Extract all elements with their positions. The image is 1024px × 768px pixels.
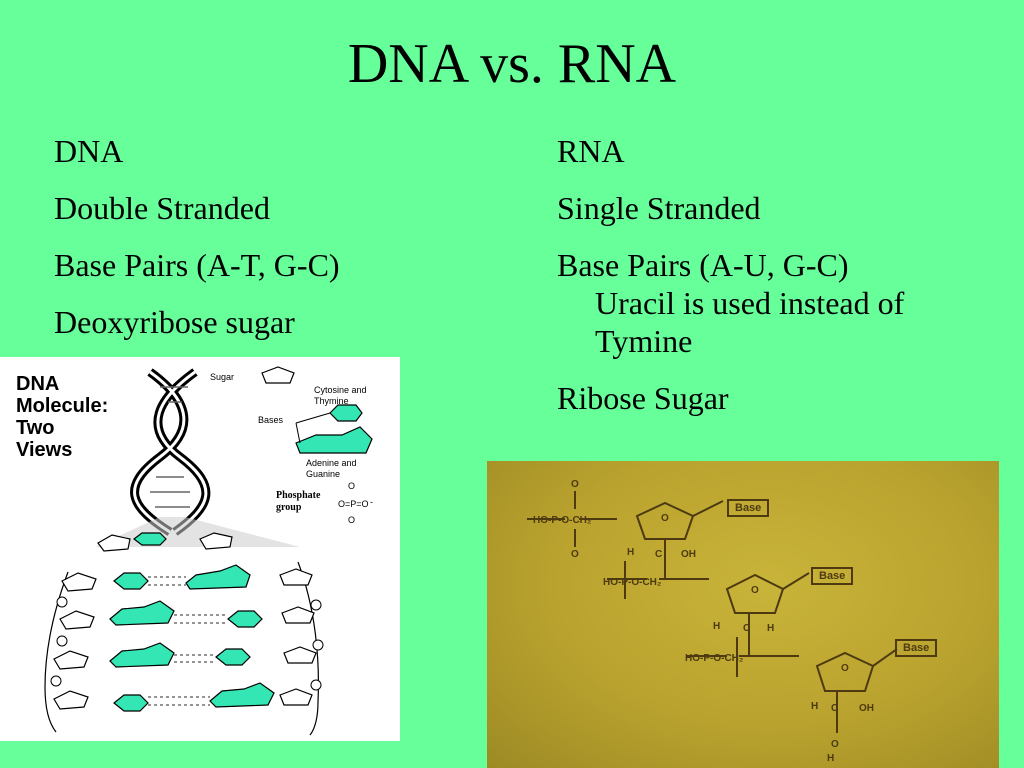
dna-molecule-figure: O O=P=O - O — [0, 357, 400, 741]
svg-text:O: O — [751, 585, 759, 596]
cytosine-thymine-label: Cytosine and Thymine — [314, 385, 367, 406]
svg-text:H: H — [811, 701, 818, 712]
sugar-legend-label: Sugar — [210, 372, 235, 382]
sugar-legend-shape — [261, 366, 295, 384]
base-box-1: Base — [727, 499, 770, 517]
svg-text:C: C — [655, 549, 662, 560]
svg-text:O=P=O: O=P=O — [338, 499, 369, 509]
phosphate-circles — [50, 596, 324, 691]
rna-structure-photo: O HO-P-O-CH₂ O O H C OH HO-P-O-CH₂ O H C… — [487, 461, 999, 768]
dna-item-sugar: Deoxyribose sugar — [54, 304, 295, 340]
rna-item-base-pairs: Base Pairs (A-U, G-C) — [557, 247, 849, 283]
svg-text:O: O — [348, 481, 355, 491]
svg-text:H: H — [627, 547, 634, 558]
svg-text:O: O — [348, 515, 355, 525]
svg-text:H: H — [713, 621, 720, 632]
svg-text:O: O — [571, 549, 579, 560]
rna-item-strands: Single Stranded — [557, 190, 761, 226]
svg-text:C: C — [831, 703, 838, 714]
svg-text:O: O — [841, 663, 849, 674]
rna-chain-drawing: O HO-P-O-CH₂ O O H C OH HO-P-O-CH₂ O H C… — [527, 479, 898, 764]
rna-uracil-note: Uracil is used instead of Tymine — [595, 285, 905, 359]
svg-text:-: - — [370, 497, 373, 507]
adenine-guanine-label: Adenine and Guanine — [306, 458, 357, 479]
dna-figure-title: DNA Molecule: Two Views — [16, 373, 109, 461]
base-box-2: Base — [811, 567, 854, 585]
pyrimidine-legend-shape — [329, 404, 363, 422]
svg-text:O: O — [831, 739, 839, 750]
dna-heading: DNA — [54, 133, 124, 169]
svg-text:H: H — [767, 623, 774, 634]
dna-diagram: O O=P=O - O — [44, 366, 373, 736]
phosphate-legend-label: Phosphate group — [276, 490, 321, 513]
dna-ladder — [44, 532, 319, 736]
svg-text:C: C — [743, 623, 750, 634]
phosphate-legend-shape: O O=P=O - O — [338, 481, 373, 525]
dna-item-base-pairs: Base Pairs (A-T, G-C) — [54, 247, 340, 283]
rna-column: RNA Single Stranded Base Pairs (A-U, G-C… — [557, 132, 997, 436]
purine-legend-shape — [295, 426, 373, 454]
svg-text:HO-P-O-CH₂: HO-P-O-CH₂ — [685, 653, 743, 664]
svg-text:HO-P-O-CH₂: HO-P-O-CH₂ — [603, 577, 661, 588]
double-helix — [130, 368, 211, 536]
slide-title: DNA vs. RNA — [347, 33, 677, 95]
rna-item-sugar: Ribose Sugar — [557, 380, 729, 416]
dna-column: DNA Double Stranded Base Pairs (A-T, G-C… — [54, 132, 474, 360]
svg-text:OH: OH — [859, 703, 874, 714]
rna-heading: RNA — [557, 133, 625, 169]
svg-text:O: O — [661, 513, 669, 524]
svg-text:OH: OH — [681, 549, 696, 560]
svg-text:HO-P-O-CH₂: HO-P-O-CH₂ — [533, 515, 591, 526]
bases-legend-label: Bases — [258, 415, 284, 425]
svg-text:H: H — [827, 753, 834, 764]
base-box-3: Base — [895, 639, 938, 657]
dna-item-strands: Double Stranded — [54, 190, 270, 226]
svg-text:O: O — [571, 479, 579, 490]
